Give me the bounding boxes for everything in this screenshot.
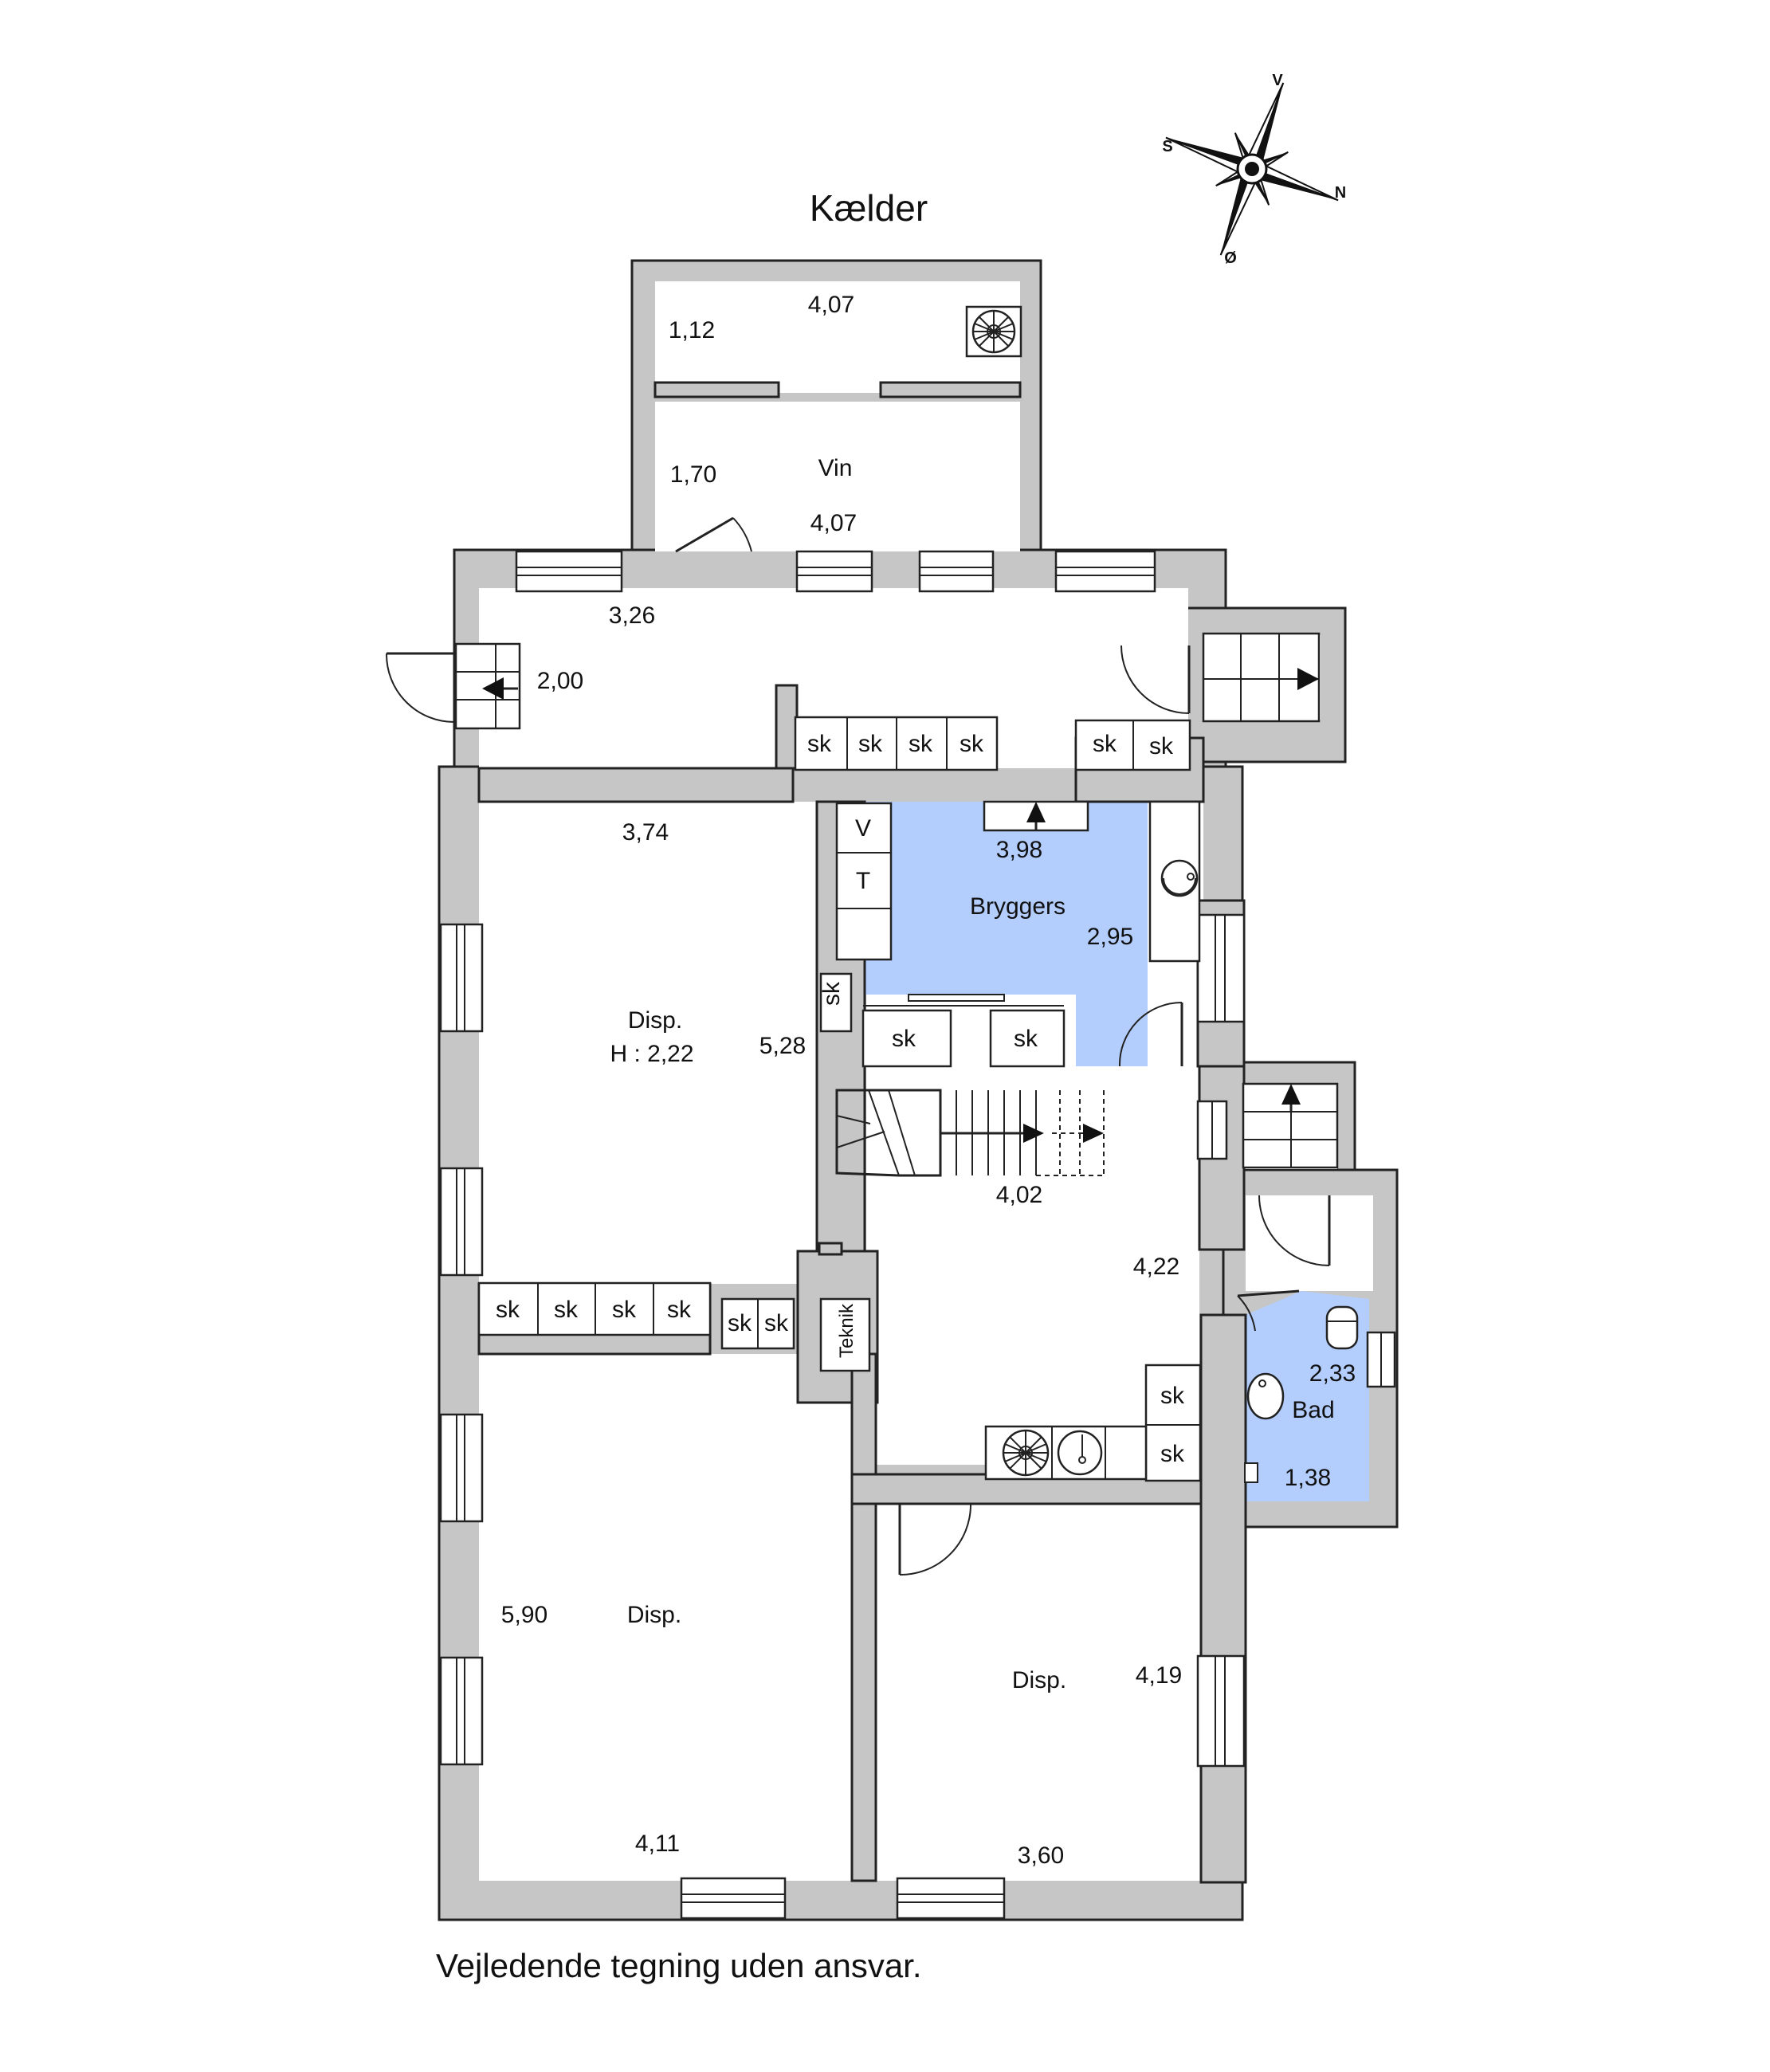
- room-interiors: [479, 281, 1373, 1881]
- sk-label: sk: [1160, 1441, 1185, 1467]
- bryggers-floor: [865, 802, 1148, 1066]
- bad-label: Bad: [1292, 1397, 1334, 1423]
- teknik-label: Teknik: [836, 1303, 858, 1358]
- disp-top-dim-w: 3,74: [622, 819, 669, 846]
- disclaimer: Vejledende tegning uden ansvar.: [436, 1947, 922, 1984]
- sk-label: sk: [892, 1026, 916, 1052]
- compass-o: Ø: [1224, 249, 1237, 267]
- fixtures: [477, 305, 1359, 1483]
- bryggers-dim-w: 3,98: [996, 837, 1042, 863]
- disp-right-dim-w: 3,60: [1018, 1842, 1064, 1869]
- sk-label: sk: [1149, 733, 1174, 759]
- windows: [439, 550, 1396, 1920]
- sk-label: sk: [667, 1297, 692, 1323]
- disp-right-label: Disp.: [1012, 1667, 1066, 1693]
- bad-dim-w: 2,33: [1309, 1360, 1356, 1387]
- vin-label: Vin: [818, 455, 853, 481]
- sk-label: sk: [554, 1297, 579, 1323]
- disp-top-dim-h: 5,28: [759, 1033, 806, 1059]
- sk-label: sk: [858, 731, 883, 757]
- doors: [385, 516, 1331, 1576]
- vin-dim-side-top: 1,12: [669, 317, 715, 343]
- vin-dim-side: 1,70: [670, 461, 716, 488]
- vin-dim-bottom: 4,07: [810, 510, 857, 536]
- disp-right-dim-h: 4,19: [1136, 1662, 1182, 1689]
- sk-label: sk: [1093, 731, 1117, 757]
- compass-v: V: [1272, 72, 1283, 89]
- hall-dim-h: 2,00: [537, 668, 583, 694]
- sk-label: sk: [807, 731, 832, 757]
- sk-label: sk: [496, 1297, 520, 1323]
- vin-dim-top: 4,07: [808, 292, 854, 318]
- sk-label: sk: [1160, 1383, 1185, 1409]
- bryggers-label: Bryggers: [970, 893, 1066, 920]
- disp-left-label: Disp.: [627, 1602, 681, 1628]
- compass-icon: [1165, 82, 1339, 256]
- disp-top-height: H : 2,22: [610, 1041, 693, 1067]
- disp-left-dim-w: 4,11: [635, 1831, 680, 1857]
- v-label: V: [855, 815, 871, 842]
- compass-n: N: [1335, 184, 1346, 202]
- t-label: T: [856, 868, 870, 894]
- sk-label: sk: [818, 981, 845, 1006]
- disp-top-label: Disp.: [628, 1007, 682, 1034]
- sk-label: sk: [728, 1310, 752, 1336]
- sk-label: sk: [960, 731, 984, 757]
- sk-label: sk: [909, 731, 933, 757]
- boiler-icon: [1002, 1429, 1050, 1477]
- page-title: Kælder: [810, 187, 928, 229]
- disp-left-dim-h: 5,90: [501, 1602, 547, 1628]
- stair-hall-dim-w: 4,02: [996, 1182, 1042, 1208]
- sink-icon: [1057, 1430, 1103, 1476]
- compass-s: S: [1162, 138, 1172, 155]
- hall-dim-w: 3,26: [609, 602, 655, 629]
- sk-label: sk: [1014, 1026, 1038, 1052]
- stairs: [454, 632, 1339, 1177]
- stair-hall-dim-h: 4,22: [1133, 1254, 1179, 1280]
- bad-dim-h: 1,38: [1285, 1465, 1331, 1491]
- sk-label: sk: [612, 1297, 637, 1323]
- bryggers-dim-h: 2,95: [1087, 924, 1133, 950]
- sk-label: sk: [764, 1310, 789, 1336]
- fan-icon: [971, 309, 1016, 354]
